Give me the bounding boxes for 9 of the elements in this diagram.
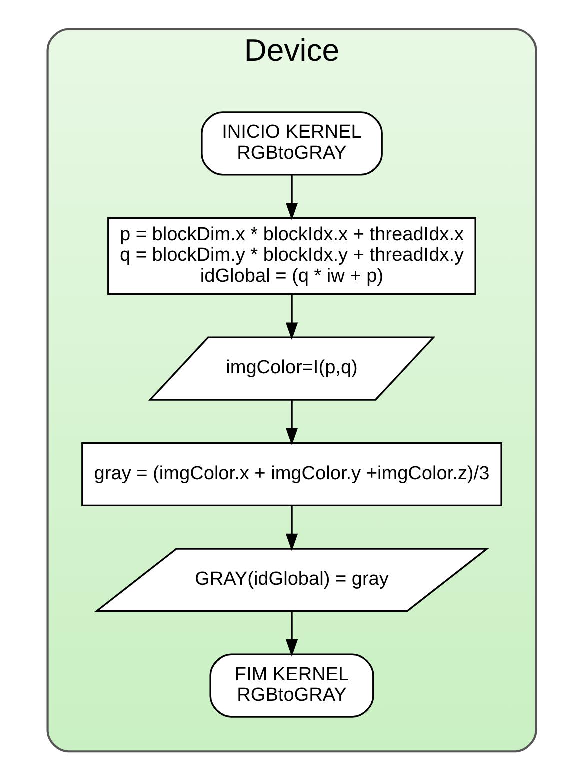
- node-box: FIM KERNEL RGBtoGRAY: [210, 654, 374, 718]
- node-box: p = blockDim.x * blockIdx.x + threadIdx.x q = blockDim.y * blockIdx.y + threadIdx.y idGlobal = (q * iw + p): [108, 217, 476, 296]
- arrow: [286, 400, 298, 446]
- arrow: [286, 175, 298, 220]
- arrow: [286, 611, 298, 657]
- arrow: [286, 506, 298, 552]
- arrow: [286, 294, 298, 340]
- node-box: INICIO KERNEL RGBtoGRAY: [201, 112, 383, 176]
- node-box: gray = (imgColor.x + imgColor.y +imgColor.z)/3: [82, 442, 502, 507]
